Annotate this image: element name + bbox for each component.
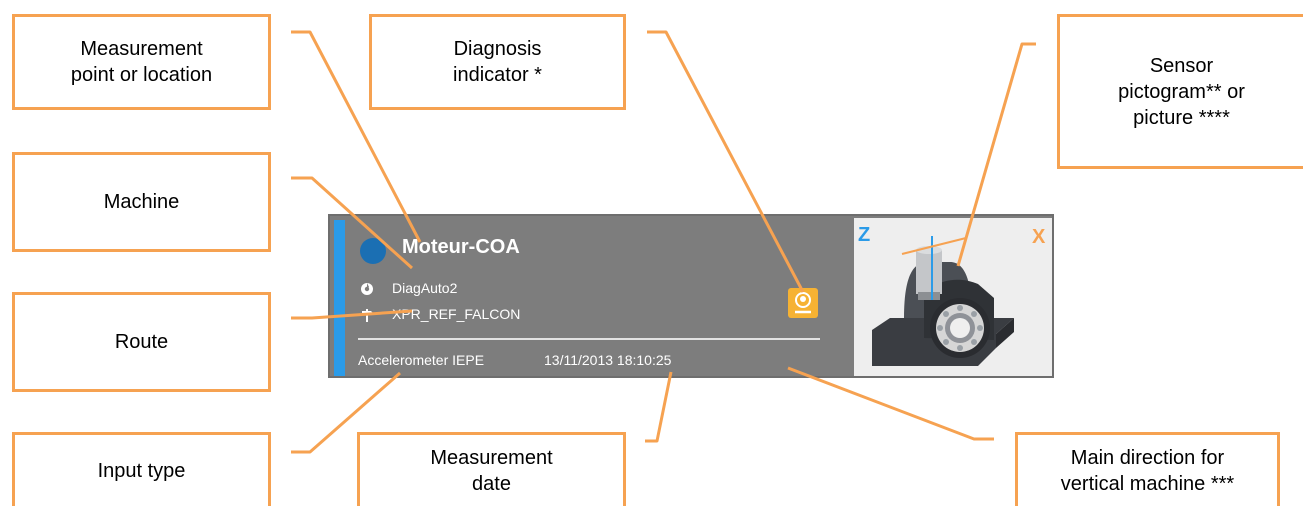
accent-strip (334, 220, 345, 376)
callout-main-direction-label: Main direction for vertical machine *** (1060, 446, 1235, 495)
diagnosis-indicator[interactable] (788, 288, 818, 318)
card-divider (358, 338, 820, 340)
callout-measurement-date-label: Measurement date (430, 446, 553, 495)
input-type-value: Accelerometer IEPE (358, 352, 485, 368)
callout-diagnosis-indicator-label: Diagnosis indicator * (453, 38, 542, 86)
leader-main-direction (787, 366, 994, 441)
route-name: XPR_REF_FALCON (392, 306, 521, 322)
leader-measurement-date (645, 371, 673, 443)
measurement-date-value: 13/11/2013 18:10:25 (544, 352, 672, 368)
callout-route: Route (12, 292, 271, 392)
sensor-picture: Z X (854, 218, 1052, 376)
fan-icon (360, 282, 374, 299)
callout-sensor-pictogram: Sensor pictogram** or picture **** (1057, 14, 1303, 169)
callout-measurement-point-label: Measurement point or location (70, 38, 213, 86)
person-badge-icon (795, 292, 811, 314)
measurement-card[interactable]: Moteur-COA DiagAuto2 XPR_REF_FALCON Acce… (328, 214, 1054, 378)
callout-machine-label: Machine (103, 191, 180, 213)
axis-x-label: X (1032, 226, 1046, 248)
callout-route-label: Route (114, 331, 169, 353)
callout-input-type: Input type (12, 432, 271, 506)
callout-main-direction: Main direction for vertical machine *** (1015, 432, 1280, 506)
callout-machine: Machine (12, 152, 271, 252)
callout-sensor-pictogram-label: Sensor pictogram** or picture **** (1118, 54, 1245, 129)
axis-z-label: Z (858, 224, 871, 246)
bearing-sensor-illustration (872, 236, 1014, 366)
machine-name: DiagAuto2 (392, 280, 458, 296)
callout-measurement-point: Measurement point or location (12, 14, 271, 110)
status-dot (360, 238, 386, 264)
callout-input-type-label: Input type (97, 459, 186, 482)
measurement-point-name: Moteur-COA (402, 236, 520, 258)
signpost-icon (360, 308, 374, 325)
callout-measurement-date: Measurement date (357, 432, 626, 506)
callout-diagnosis-indicator: Diagnosis indicator * (369, 14, 626, 110)
